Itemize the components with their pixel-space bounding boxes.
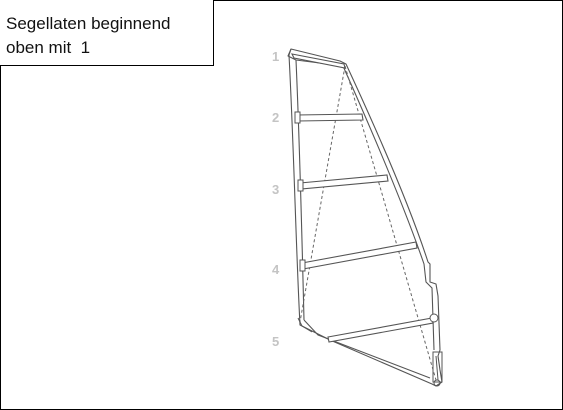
batten-end-caps xyxy=(294,111,439,323)
batten-4 xyxy=(301,241,418,270)
batten-number-4: 4 xyxy=(272,262,280,277)
batten-number-3: 3 xyxy=(272,182,279,197)
batten-1 xyxy=(291,53,346,69)
batten-number-2: 2 xyxy=(272,110,279,125)
caption-line-2: oben mit 1 xyxy=(6,38,91,57)
tack-detail xyxy=(297,317,313,333)
batten-number-5: 5 xyxy=(272,334,279,349)
mast-reference-lines xyxy=(299,65,437,381)
batten-2 xyxy=(296,113,364,122)
batten-3 xyxy=(299,174,389,190)
caption-box: Segellaten beginnend oben mit 1 xyxy=(0,0,214,66)
batten-5 xyxy=(327,317,434,343)
clew-hardware xyxy=(432,351,443,387)
battens xyxy=(291,53,434,343)
sail-outline xyxy=(287,48,443,387)
caption-line-1: Segellaten beginnend xyxy=(6,14,171,33)
batten-number-1: 1 xyxy=(272,49,279,64)
